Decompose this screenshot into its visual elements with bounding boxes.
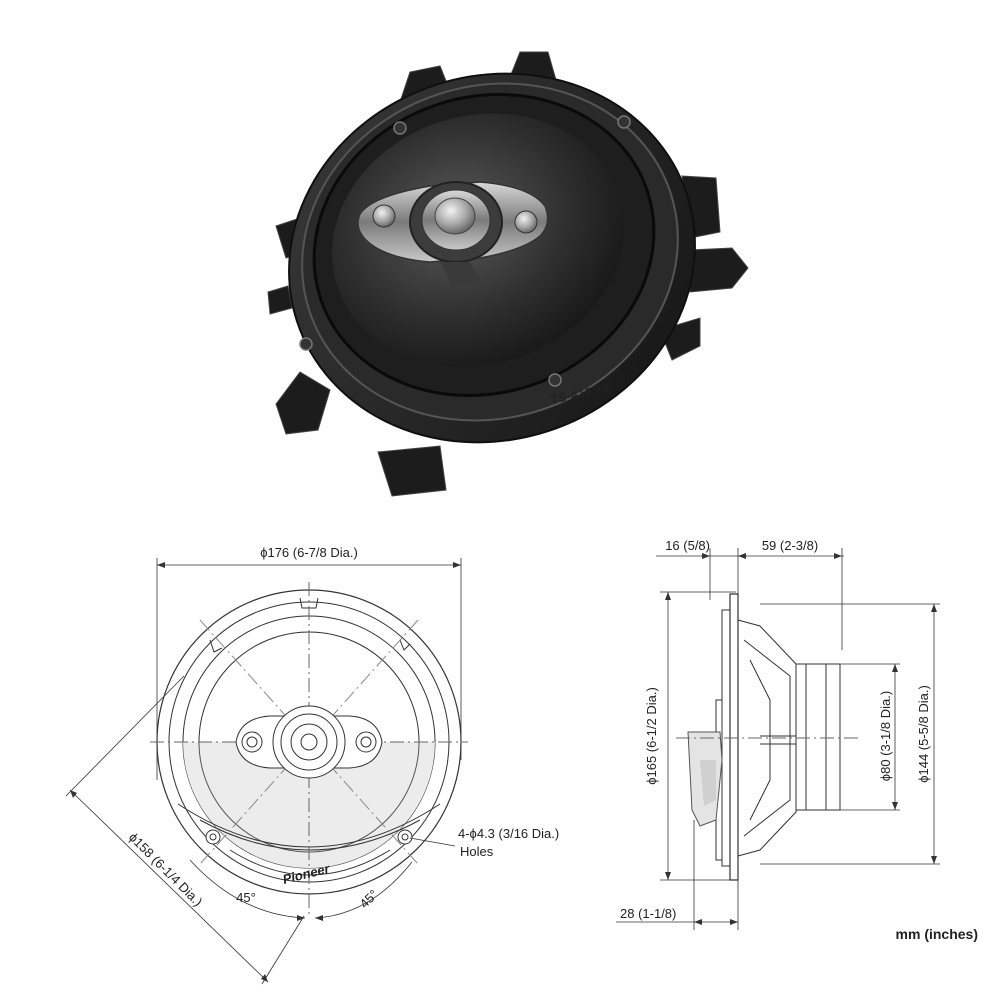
mid-tweeter-icon (514, 210, 538, 234)
mounting-hole-icon (205, 829, 221, 845)
magnet-diameter-label: ϕ80 (3-1/8 Dia.) (878, 691, 893, 781)
side-view-drawing (616, 548, 940, 930)
tweeter-assembly (357, 181, 549, 286)
mounting-depth-label: 59 (2-3/8) (762, 538, 818, 553)
dome-tweeter-icon (434, 197, 476, 235)
cutout-diameter-label: ϕ144 (5-5/8 Dia.) (916, 685, 931, 783)
angle-left-label: 45° (236, 890, 256, 905)
flange-thickness-label: 16 (5/8) (665, 538, 710, 553)
holes-label: 4-ϕ4.3 (3/16 Dia.) (458, 826, 559, 841)
speaker-photo: TS-A1670F (267, 51, 749, 497)
front-depth-label: 28 (1-1/8) (620, 906, 676, 921)
screw-icon (299, 115, 631, 387)
units-label: mm (inches) (895, 926, 978, 942)
mounting-hole-icon (397, 829, 413, 845)
frame-diameter-label: ϕ165 (6-1/2 Dia.) (644, 687, 659, 785)
outer-diameter-label: ϕ176 (6-7/8 Dia.) (260, 545, 358, 560)
angle-right-label: 45° (357, 887, 382, 912)
mid-tweeter-icon (372, 204, 396, 228)
holes-label-suffix: Holes (460, 844, 494, 859)
front-view-drawing (65, 558, 468, 985)
